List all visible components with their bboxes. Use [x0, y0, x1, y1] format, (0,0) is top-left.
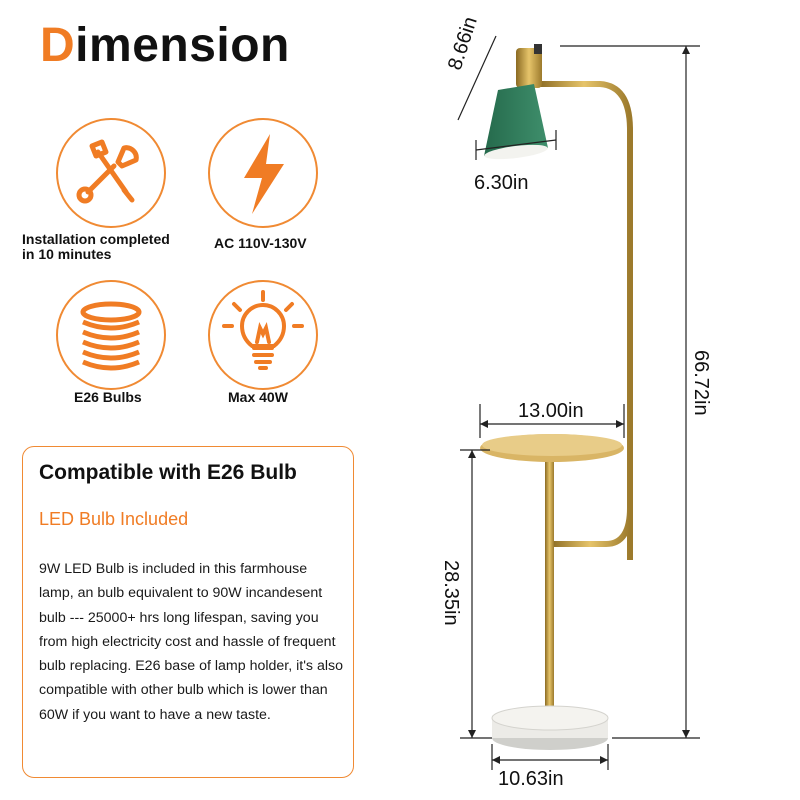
lamp-socket — [516, 48, 542, 88]
lightning-icon — [208, 118, 318, 228]
shade-width-label: 6.30in — [474, 172, 529, 194]
base-width-label: 10.63in — [498, 768, 564, 790]
total-height-label: 66.72in — [690, 350, 712, 416]
info-card: Compatible with E26 Bulb LED Bulb Includ… — [22, 446, 354, 778]
installation-caption-line2: in 10 minutes — [22, 246, 112, 262]
light-bulb-icon — [208, 280, 318, 390]
lamp-arm — [538, 81, 633, 560]
tray-height-label: 28.35in — [440, 560, 462, 626]
page-title: Dimension — [40, 14, 290, 78]
lamp-shade — [484, 84, 548, 156]
lamp-support — [550, 507, 633, 547]
installation-caption: Installation completed in 10 minutes — [22, 232, 202, 262]
card-body: 9W LED Bulb is included in this farmhous… — [39, 561, 343, 723]
voltage-caption: AC 110V-130V — [214, 235, 307, 251]
bulb-base-icon — [56, 280, 166, 390]
tray-width-label: 13.00in — [518, 400, 584, 422]
title-rest: imension — [75, 19, 290, 72]
bulbs-caption: E26 Bulbs — [74, 389, 142, 405]
title-first-letter: D — [40, 19, 76, 72]
card-title: Compatible with E26 Bulb — [39, 461, 297, 484]
card-subtitle: LED Bulb Included — [39, 509, 189, 529]
installation-caption-line1: Installation completed — [22, 231, 170, 247]
lamp-stem — [545, 450, 554, 716]
wattage-caption: Max 40W — [228, 389, 288, 405]
tools-icon — [56, 118, 166, 228]
